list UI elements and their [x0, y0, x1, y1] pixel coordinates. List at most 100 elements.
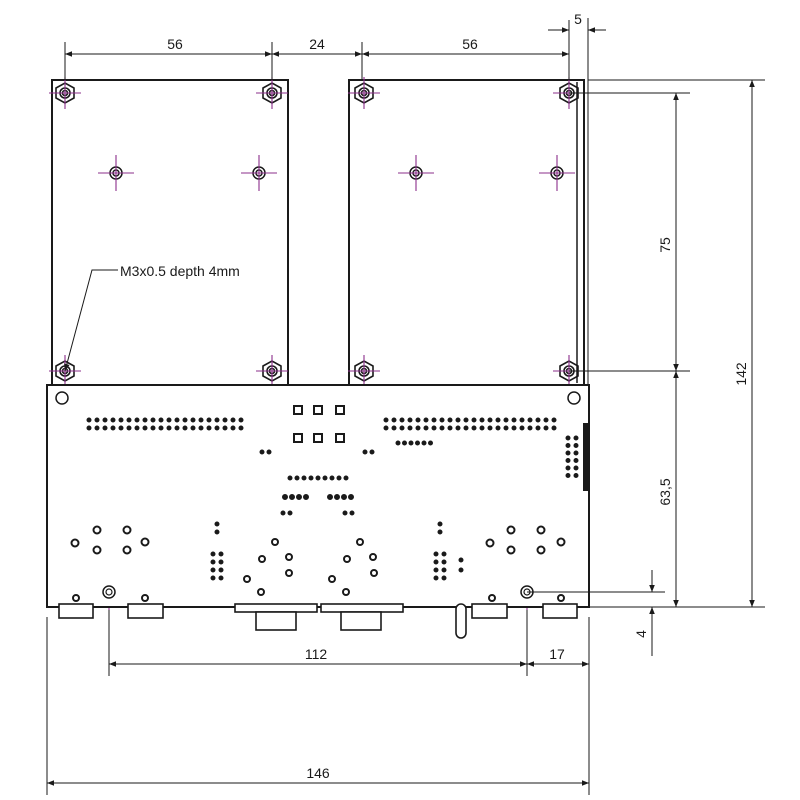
solder-pad [218, 567, 224, 573]
solder-pad [433, 567, 439, 573]
through-hole [141, 594, 149, 602]
solder-pad [210, 575, 216, 581]
solder-pad [206, 417, 212, 423]
solder-pad [336, 475, 342, 481]
solder-pad [565, 465, 571, 471]
through-hole [140, 537, 150, 547]
through-hole [122, 525, 132, 535]
solder-pad [565, 450, 571, 456]
solder-pad [126, 425, 132, 431]
solder-pad [214, 425, 220, 431]
solder-pad [441, 567, 447, 573]
dim-4: 4 [633, 630, 649, 638]
through-hole [536, 545, 546, 555]
solder-pad [439, 425, 445, 431]
solder-pad [94, 425, 100, 431]
solder-pad [487, 425, 493, 431]
through-hole [328, 575, 336, 583]
solder-pad [182, 417, 188, 423]
through-hole [342, 588, 350, 596]
thread-note: M3x0.5 depth 4mm [120, 263, 240, 279]
solder-pad [408, 440, 414, 446]
through-hole [536, 525, 546, 535]
solder-pad [487, 417, 493, 423]
through-hole [70, 538, 80, 548]
solder-pad [431, 417, 437, 423]
solder-pad [210, 551, 216, 557]
solder-pad [565, 458, 571, 463]
solder-pad [230, 425, 236, 431]
solder-pad [86, 417, 92, 423]
solder-pad [166, 417, 172, 423]
solder-pad [362, 449, 368, 455]
solder-pad [110, 417, 116, 423]
solder-pad [86, 425, 92, 431]
solder-pad [294, 475, 300, 481]
solder-pad [150, 425, 156, 431]
solder-pad [166, 425, 172, 431]
solder-pad [210, 567, 216, 573]
solder-pad [198, 417, 204, 423]
through-hole [343, 555, 351, 563]
solder-pad [259, 449, 265, 455]
solder-pad [322, 475, 328, 481]
through-hole [506, 525, 516, 535]
solder-pad [301, 475, 307, 481]
solder-pad [280, 510, 286, 516]
solder-pad [433, 559, 439, 565]
through-hole [72, 594, 80, 602]
through-hole [92, 525, 102, 535]
dim-142: 142 [733, 362, 749, 386]
solder-pad [142, 417, 148, 423]
through-hole [506, 545, 516, 555]
solder-pad [198, 425, 204, 431]
solder-pad [421, 440, 427, 446]
solder-pad [126, 417, 132, 423]
solder-pad [415, 417, 421, 423]
solder-pad [102, 417, 108, 423]
solder-pad [503, 425, 509, 431]
solder-pad [341, 494, 347, 500]
main-board [46, 384, 590, 608]
solder-pad [218, 551, 224, 557]
solder-pad [573, 450, 579, 456]
solder-pad [479, 425, 485, 431]
solder-pad [458, 567, 464, 573]
dimension-lines [46, 18, 765, 795]
solder-pad [519, 425, 525, 431]
solder-pad [142, 425, 148, 431]
solder-pad [214, 521, 220, 527]
solder-pad [551, 417, 557, 423]
solder-pad [118, 417, 124, 423]
solder-pad [238, 417, 244, 423]
solder-pad [349, 510, 355, 516]
solder-pad [573, 473, 579, 478]
solder-pad [266, 449, 272, 455]
solder-pad [415, 440, 420, 446]
solder-pad [218, 559, 224, 565]
solder-pad [441, 559, 447, 565]
solder-pad [222, 425, 228, 431]
through-hole [257, 588, 265, 596]
bottom-connectors [58, 603, 578, 639]
solder-pad [399, 425, 405, 431]
through-hole [271, 538, 279, 546]
solder-pad [423, 425, 429, 431]
solder-pad [214, 529, 220, 535]
solder-pad [158, 417, 164, 423]
solder-pad [158, 425, 164, 431]
solder-pad [296, 494, 302, 500]
solder-pad [565, 435, 571, 441]
solder-pad [551, 425, 557, 431]
through-hole [92, 545, 102, 555]
square-pad [293, 433, 303, 443]
solder-pad [447, 417, 453, 423]
solder-pad [395, 440, 401, 446]
solder-pad [511, 417, 517, 423]
through-hole [258, 555, 266, 563]
module-right [348, 79, 585, 386]
solder-pad [447, 425, 453, 431]
dim-56-right: 56 [462, 36, 478, 52]
solder-pad [238, 425, 244, 431]
through-hole [557, 594, 565, 602]
